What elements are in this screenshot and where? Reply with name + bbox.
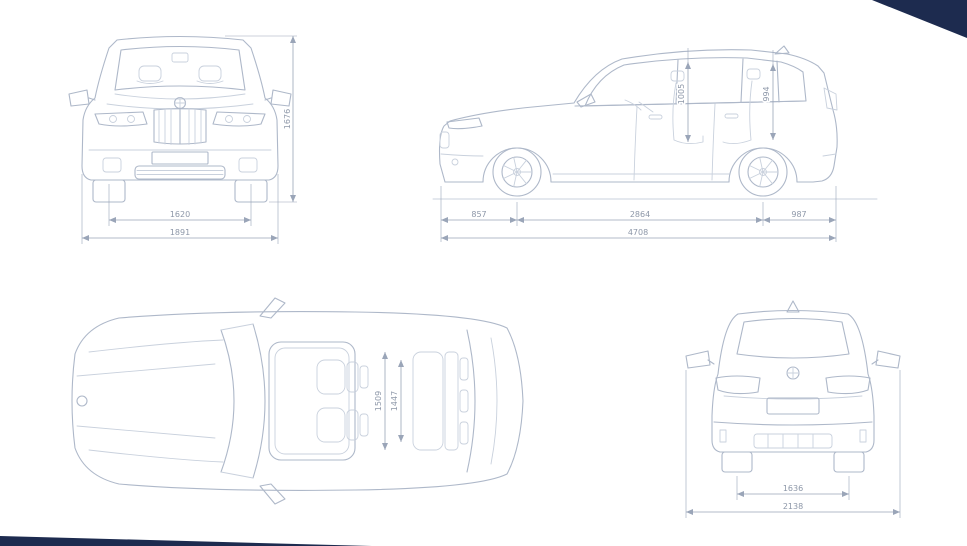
windshield-base bbox=[220, 329, 235, 473]
dim-rear-interior-width-label: 1447 bbox=[390, 391, 399, 411]
rear-window-base bbox=[490, 337, 498, 465]
reflector-right bbox=[859, 429, 867, 443]
dim-rear-headroom-label: 994 bbox=[762, 86, 771, 101]
mirror-left bbox=[68, 89, 96, 107]
dim-wheelbase-label: 2864 bbox=[630, 210, 650, 219]
tire-rear-left bbox=[721, 451, 753, 473]
dim-overall-length-label: 4708 bbox=[628, 228, 648, 237]
mirror-top-right bbox=[259, 483, 286, 505]
antenna-fin-rear bbox=[786, 300, 800, 313]
sunroof bbox=[268, 341, 356, 461]
rear-car-drawing bbox=[685, 300, 901, 473]
mirror-right bbox=[264, 89, 292, 107]
corner-triangle bbox=[872, 0, 967, 38]
license-plate-rear bbox=[766, 397, 820, 415]
headlight-right bbox=[212, 111, 266, 127]
front-car-drawing bbox=[68, 35, 292, 203]
taillight-right bbox=[825, 375, 871, 395]
diffuser bbox=[753, 433, 833, 449]
corner-sliver bbox=[0, 536, 372, 546]
door-handle-rear bbox=[724, 113, 739, 119]
air-intake bbox=[134, 165, 226, 180]
mirror-rear-right bbox=[871, 350, 901, 369]
corner-decoration-bottom-left bbox=[0, 536, 372, 546]
dim-front-height-label: 1676 bbox=[283, 109, 292, 129]
rear-window bbox=[736, 317, 850, 359]
top-view: 1509 1447 bbox=[71, 297, 524, 505]
rear-bumper-line bbox=[713, 421, 873, 426]
dim-front-interior-width-label: 1509 bbox=[374, 391, 383, 411]
interior-seats bbox=[624, 68, 761, 145]
rear-window-top bbox=[466, 329, 476, 473]
dim-rear-width-label: 2138 bbox=[783, 502, 803, 511]
tailgate-seam bbox=[723, 395, 863, 400]
wheel-front bbox=[492, 147, 542, 197]
dim-rear-overhang-label: 987 bbox=[791, 210, 806, 219]
mirror-side bbox=[576, 93, 596, 108]
rear-dimensions: 1636 2138 bbox=[685, 370, 901, 518]
antenna-fin bbox=[774, 45, 790, 55]
side-vent-right bbox=[238, 157, 258, 173]
front-headrest-right bbox=[198, 65, 222, 82]
top-car-drawing bbox=[71, 297, 524, 505]
wheel-rear bbox=[738, 147, 788, 197]
dim-front-track-label: 1620 bbox=[170, 210, 190, 219]
door-handle-front bbox=[648, 114, 663, 120]
reflector-left bbox=[719, 429, 727, 443]
dim-rear-track-label: 1636 bbox=[783, 484, 803, 493]
license-plate-front bbox=[151, 151, 209, 165]
dim-front-width-label: 1891 bbox=[170, 228, 190, 237]
door-seams bbox=[633, 103, 716, 181]
mirror-rear-left bbox=[685, 350, 715, 369]
top-seats bbox=[316, 351, 469, 451]
dim-front-overhang-label: 857 bbox=[471, 210, 486, 219]
front-windshield bbox=[114, 45, 246, 91]
side-view: 1005 994 857 2864 987 4708 bbox=[432, 45, 878, 242]
headlight-left bbox=[94, 111, 148, 127]
dim-front-headroom-label: 1005 bbox=[677, 84, 686, 104]
interior-mirror bbox=[171, 52, 189, 63]
rear-view: 1636 2138 bbox=[685, 300, 901, 518]
side-windows bbox=[584, 57, 807, 107]
top-dimensions: 1509 1447 bbox=[373, 352, 404, 450]
taillight-left bbox=[715, 375, 761, 395]
brand-roundel-top-icon bbox=[76, 395, 88, 407]
hood-creases bbox=[76, 339, 224, 463]
front-dimensions: 1620 1891 1676 bbox=[81, 35, 297, 244]
tire-rear-right bbox=[833, 451, 865, 473]
corner-decoration-top-right bbox=[872, 0, 967, 38]
taillight-side bbox=[823, 87, 838, 111]
windshield-top bbox=[252, 323, 266, 479]
front-headrest-left bbox=[138, 65, 162, 82]
headlight-side bbox=[446, 117, 483, 130]
side-vent-left bbox=[102, 157, 122, 173]
mirror-top-left bbox=[259, 297, 286, 319]
side-dimensions: 1005 994 857 2864 987 4708 bbox=[440, 48, 837, 242]
front-view: 1620 1891 1676 bbox=[68, 35, 297, 244]
side-car-drawing bbox=[432, 45, 878, 200]
